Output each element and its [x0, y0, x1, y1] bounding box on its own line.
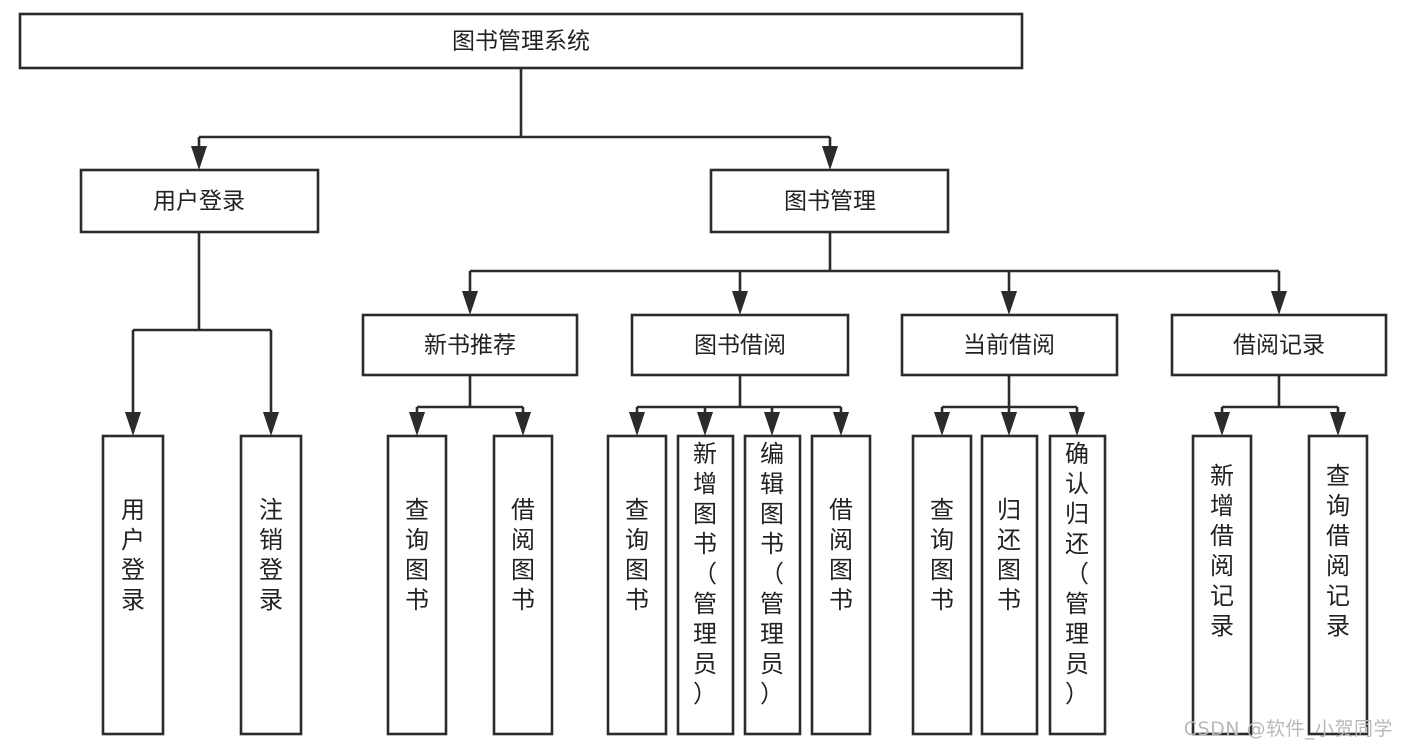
leaf-query-book-1-label: 查询图书 [405, 496, 429, 614]
book-borrow-box[interactable] [630, 313, 850, 377]
node-leaf-add-book[interactable]: 新增图书（管理员） [676, 434, 735, 736]
arrow-head-user-login [191, 146, 207, 170]
arrow-head-leaf-add-book [697, 412, 713, 436]
node-user-login[interactable]: 用户登录 [79, 168, 320, 234]
arrow-head-leaf-borrow-book-1 [515, 412, 531, 436]
node-new-book-recommend[interactable]: 新书推荐 [361, 313, 579, 377]
arrow-head-leaf-confirm-return [1069, 412, 1085, 436]
leaf-user-login-box[interactable] [101, 434, 165, 736]
leaf-add-record-label: 新增借阅记录 [1210, 462, 1234, 640]
root-label: 图书管理系统 [452, 29, 590, 55]
user-login-box[interactable] [79, 168, 320, 234]
leaf-user-login-label: 用户登录 [121, 496, 145, 614]
arrow-head-leaf-logout-login [263, 412, 279, 436]
node-leaf-query-record[interactable]: 查询借阅记录 [1307, 434, 1369, 736]
borrow-record-box[interactable] [1170, 313, 1388, 377]
leaf-confirm-return-box[interactable] [1048, 434, 1107, 736]
node-leaf-query-book-2[interactable]: 查询图书 [606, 434, 668, 736]
leaf-borrow-book-2-box[interactable] [810, 434, 872, 736]
leaf-add-record-box[interactable] [1191, 434, 1253, 736]
leaf-edit-book-label: 编辑图书（管理员） [760, 440, 784, 708]
leaf-logout-login-box[interactable] [239, 434, 303, 736]
node-book-borrow[interactable]: 图书借阅 [630, 313, 850, 377]
current-borrow-label: 当前借阅 [963, 333, 1055, 359]
book-manage-label: 图书管理 [784, 189, 876, 215]
leaf-query-record-box[interactable] [1307, 434, 1369, 736]
book-borrow-label: 图书借阅 [694, 333, 786, 359]
arrow-head-leaf-user-login [125, 412, 141, 436]
new-book-recommend-label: 新书推荐 [424, 333, 516, 359]
arrow-head-new-book-recommend [462, 291, 478, 315]
leaf-edit-book-box[interactable] [743, 434, 802, 736]
leaf-return-book-label: 归还图书 [997, 496, 1021, 614]
arrow-head-book-manage [822, 146, 838, 170]
leaf-borrow-book-1-label: 借阅图书 [511, 496, 535, 614]
node-leaf-borrow-book-1[interactable]: 借阅图书 [492, 434, 554, 736]
leaf-query-book-1-box[interactable] [386, 434, 448, 736]
user-login-label: 用户登录 [153, 189, 245, 215]
node-leaf-user-login[interactable]: 用户登录 [101, 434, 165, 736]
arrow-head-leaf-edit-book [764, 412, 780, 436]
leaf-logout-login-label: 注销登录 [259, 496, 283, 614]
node-leaf-add-record[interactable]: 新增借阅记录 [1191, 434, 1253, 736]
node-leaf-confirm-return[interactable]: 确认归还（管理员） [1048, 434, 1107, 736]
node-leaf-borrow-book-2[interactable]: 借阅图书 [810, 434, 872, 736]
arrow-head-current-borrow [1001, 291, 1017, 315]
arrow-head-leaf-add-record [1214, 412, 1230, 436]
leaf-add-book-box[interactable] [676, 434, 735, 736]
new-book-recommend-box[interactable] [361, 313, 579, 377]
book-manage-box[interactable] [709, 168, 950, 234]
leaf-return-book-box[interactable] [980, 434, 1039, 736]
leaf-confirm-return-label: 确认归还（管理员） [1065, 440, 1089, 708]
leaf-query-book-2-box[interactable] [606, 434, 668, 736]
leaf-borrow-book-1-box[interactable] [492, 434, 554, 736]
node-borrow-record[interactable]: 借阅记录 [1170, 313, 1388, 377]
node-book-manage[interactable]: 图书管理 [709, 168, 950, 234]
arrow-head-leaf-query-book-2 [629, 412, 645, 436]
node-current-borrow[interactable]: 当前借阅 [900, 313, 1119, 377]
connector-layer [125, 68, 1346, 436]
node-root[interactable]: 图书管理系统 [18, 12, 1024, 70]
leaf-query-book-3-label: 查询图书 [930, 496, 954, 614]
csdn-watermark: CSDN @软件_小贺同学 [1183, 718, 1393, 740]
arrow-head-book-borrow [732, 291, 748, 315]
leaf-query-record-label: 查询借阅记录 [1326, 462, 1350, 640]
leaf-add-book-label: 新增图书（管理员） [693, 440, 717, 708]
node-leaf-query-book-3[interactable]: 查询图书 [911, 434, 973, 736]
current-borrow-box[interactable] [900, 313, 1119, 377]
root-box[interactable] [18, 12, 1024, 70]
arrow-head-leaf-return-book [1001, 412, 1017, 436]
leaf-query-book-3-box[interactable] [911, 434, 973, 736]
leaf-borrow-book-2-label: 借阅图书 [829, 496, 853, 614]
arrow-head-leaf-query-book-3 [934, 412, 950, 436]
arrow-head-leaf-query-record [1330, 412, 1346, 436]
node-leaf-edit-book[interactable]: 编辑图书（管理员） [743, 434, 802, 736]
node-leaf-return-book[interactable]: 归还图书 [980, 434, 1039, 736]
arrow-head-leaf-query-book-1 [409, 412, 425, 436]
node-leaf-query-book-1[interactable]: 查询图书 [386, 434, 448, 736]
borrow-record-label: 借阅记录 [1233, 333, 1325, 359]
arrow-head-leaf-borrow-book-2 [833, 412, 849, 436]
node-leaf-logout-login[interactable]: 注销登录 [239, 434, 303, 736]
arrow-head-borrow-record [1271, 291, 1287, 315]
leaf-query-book-2-label: 查询图书 [625, 496, 649, 614]
